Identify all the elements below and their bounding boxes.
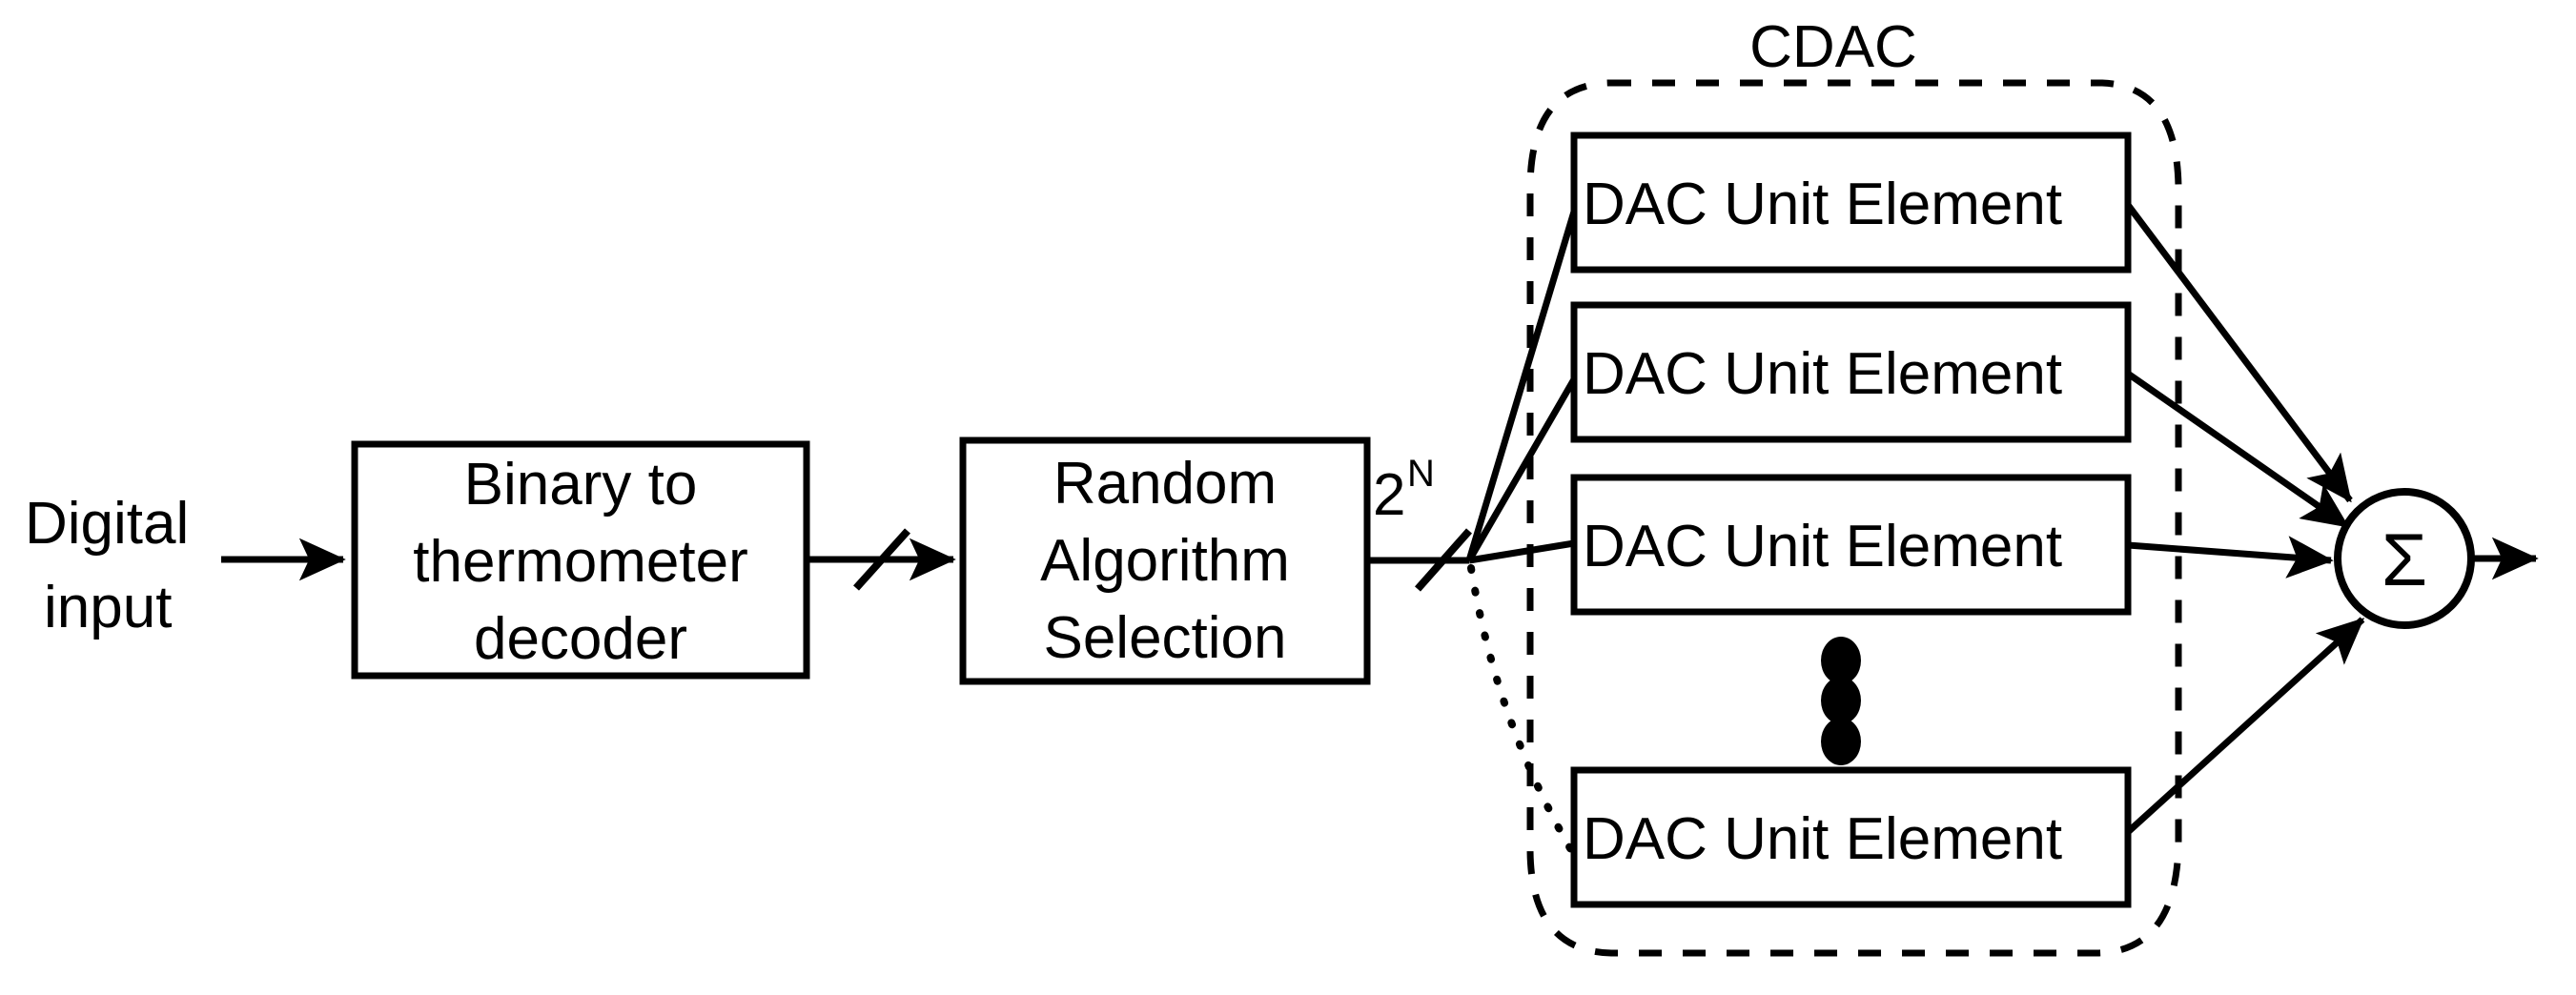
vertical-ellipsis-dot-3: [1821, 718, 1861, 765]
decoder-label-line1: Binary to: [464, 452, 698, 518]
wire-dac-1-to-sum: [2125, 202, 2353, 503]
wire-fanout-to-dac-2: [1465, 377, 1578, 562]
decoder-label-line2: thermometer: [413, 529, 747, 595]
dac-unit-element-n-label: DAC Unit Element: [1583, 806, 2062, 872]
digital-input-label-line2: input: [44, 575, 172, 640]
wire-fanout-to-dac-3: [1468, 539, 1575, 564]
decoder-label-line3: decoder: [474, 606, 687, 672]
bus-width-label-base: 2: [1373, 462, 1405, 528]
vertical-ellipsis-dot-2: [1821, 677, 1861, 724]
block-dac-unit-element-n[interactable]: [1570, 766, 2132, 908]
dac-unit-element-3-label: DAC Unit Element: [1583, 514, 2062, 579]
selection-label-line1: Random: [1053, 451, 1277, 517]
bus-slash-selection-output: [1415, 528, 1472, 592]
bus-slash-decoder-output: [853, 528, 910, 591]
cdac-group-boundary: [1526, 79, 2182, 957]
wire-dac-3-to-sum: [2127, 536, 2334, 579]
block-dac-unit-element-1[interactable]: [1570, 132, 2132, 274]
wire-dac-n-to-sum: [2125, 617, 2365, 835]
vertical-ellipsis-dot-1: [1821, 637, 1861, 684]
block-random-algorithm-selection[interactable]: [959, 437, 1371, 685]
wire-fanout-to-dac-n: [1467, 564, 1578, 859]
cdac-group-label: CDAC: [1749, 14, 1917, 80]
selection-label-line3: Selection: [1043, 605, 1286, 671]
bus-width-label-exponent: N: [1407, 453, 1435, 495]
summation-symbol: Σ: [2382, 518, 2427, 601]
block-dac-unit-element-2[interactable]: [1570, 301, 2132, 443]
dac-unit-element-2-label: DAC Unit Element: [1583, 341, 2062, 407]
wire-fanout-to-dac-1: [1465, 210, 1578, 562]
wire-dac-2-to-sum: [2126, 371, 2350, 529]
selection-label-line2: Algorithm: [1040, 528, 1290, 594]
dac-unit-element-1-label: DAC Unit Element: [1583, 172, 2062, 237]
digital-input-label-line1: Digital: [25, 491, 189, 557]
